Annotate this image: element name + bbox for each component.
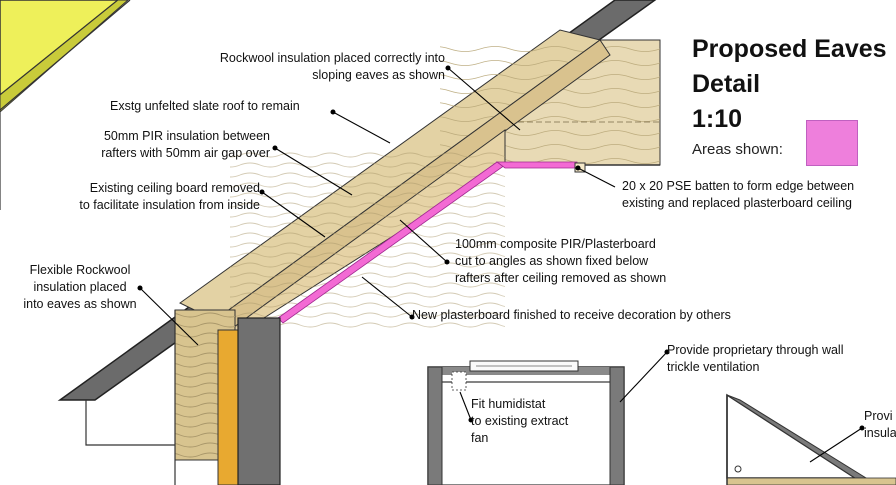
leader-trickle-vent <box>619 349 670 403</box>
eaves-timber <box>174 309 239 485</box>
leader-composite-pir <box>399 219 450 265</box>
pir-rafter-insulation <box>214 39 611 331</box>
label-pir-rafters: 50mm PIR insulation between rafters with… <box>101 129 270 160</box>
leader-rockwool-sloping <box>445 65 521 131</box>
leader-flexible-rockwool <box>137 285 199 346</box>
external-wall <box>85 310 281 485</box>
leader-lines <box>137 65 865 463</box>
drawing-title-line1: Proposed Eaves <box>692 35 887 63</box>
label-flexible-rockwool: Flexible Rockwool insulation placed into… <box>23 263 137 311</box>
legend-swatch <box>806 120 858 166</box>
label-ceiling-removed: Existing ceiling board removed to facili… <box>79 181 260 212</box>
leader-pse-batten <box>575 165 616 188</box>
label-humidistat: Fit humidistat to existing extract fan <box>471 397 569 445</box>
leader-provide-cut <box>809 425 865 463</box>
adjacent-roof-fragment <box>0 0 131 210</box>
leader-ceiling-removed <box>259 189 326 238</box>
label-slate-roof: Exstg unfelted slate roof to remain <box>110 99 300 113</box>
label-provide-cut: Provi insula <box>864 409 896 440</box>
leader-humidistat <box>459 391 474 423</box>
label-new-plasterboard: New plasterboard finished to receive dec… <box>412 308 731 322</box>
label-rockwool-sloping: Rockwool insulation placed correctly int… <box>219 51 445 82</box>
label-trickle-vent: Provide proprietary through wall trickle… <box>667 343 844 374</box>
leader-new-plasterboard <box>361 276 415 320</box>
leader-pir-rafters <box>272 145 353 196</box>
leader-slate-roof <box>330 109 391 144</box>
drawing-title-line2: Detail <box>692 70 761 98</box>
label-pse-batten: 20 x 20 PSE batten to form edge between … <box>622 179 855 210</box>
extract-fan-box <box>427 360 625 485</box>
drawing-scale: 1:10 <box>692 105 743 133</box>
label-composite-pir: 100mm composite PIR/Plasterboard cut to … <box>455 237 667 285</box>
secondary-detail <box>726 393 896 485</box>
legend-label: Areas shown: <box>692 141 783 158</box>
